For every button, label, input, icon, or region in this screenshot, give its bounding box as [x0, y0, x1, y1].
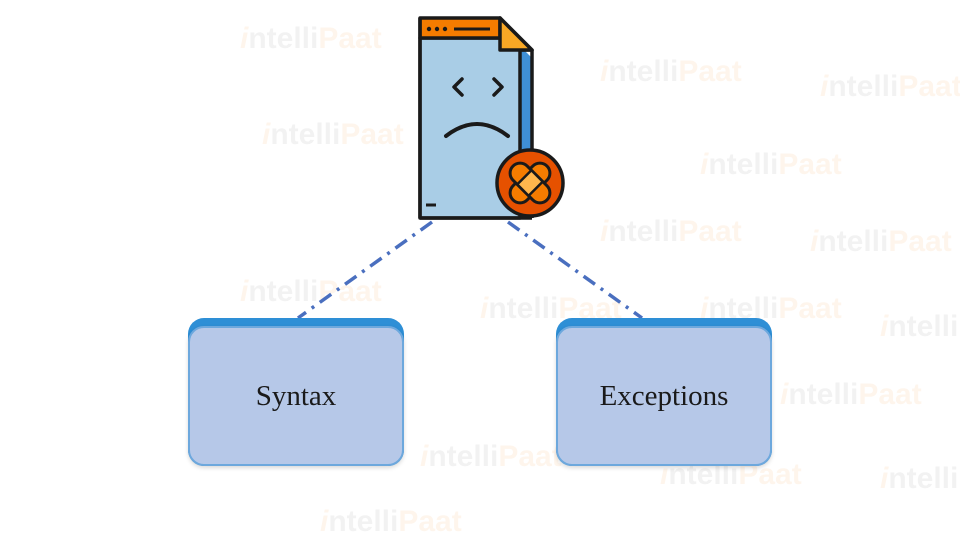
node-face: Syntax: [188, 326, 404, 466]
node-label-exceptions: Exceptions: [599, 379, 729, 412]
connector-left: [296, 220, 434, 320]
node-box-exceptions: Exceptions: [556, 318, 772, 466]
node-label-syntax: Syntax: [255, 379, 337, 412]
sad-document-bandage-icon: [418, 16, 565, 220]
node-box-syntax: Syntax: [188, 318, 404, 466]
node-face: Exceptions: [556, 326, 772, 466]
connector-right: [506, 220, 644, 320]
